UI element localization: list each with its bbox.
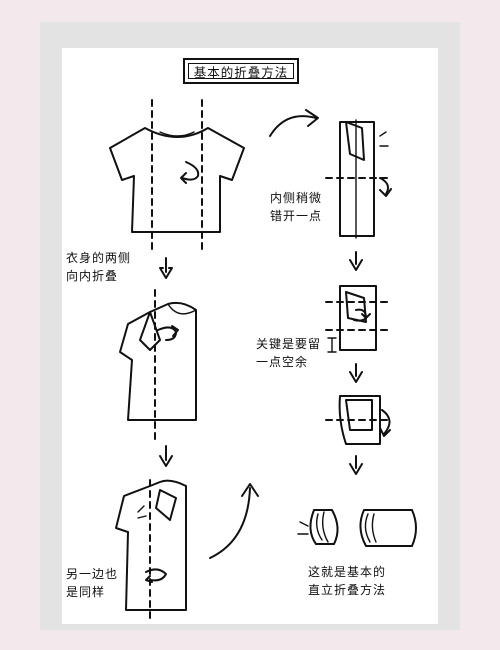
caption-result-line2: 直立折叠方法 [308,583,387,597]
curved-arrow-up-icon [209,483,259,559]
down-arrow-2-icon [159,445,173,467]
caption-step4-line2: 一点空余 [256,355,309,369]
down-arrow-5-icon [349,455,363,475]
standing-fold-large-icon [359,509,417,547]
page-title: 基本的折叠方法 [183,58,299,84]
down-arrow-1-icon [159,257,173,279]
tshirt-half-folded-icon [119,289,197,441]
down-arrow-3-icon [349,251,363,271]
caption-result-line1: 这就是基本的 [308,565,387,579]
caption-step4-line1: 关键是要留 [256,337,322,351]
tshirt-flat-icon [109,99,245,251]
tshirt-other-side-icon [115,479,187,619]
folded-strip-icon [325,119,393,239]
caption-step1-line2: 向内折叠 [66,269,119,283]
folded-block-icon [325,285,393,353]
caption-step2-line2: 是同样 [66,585,106,599]
caption-step2-line1: 另一边也 [66,567,119,581]
caption-step3-line2: 错开一点 [270,209,323,223]
standing-fold-small-icon [297,509,339,545]
caption-step3-line1: 内侧稍微 [270,191,323,205]
down-arrow-4-icon [349,363,363,383]
rolled-fold-icon [325,395,393,445]
curved-arrow-right-icon [269,109,319,137]
caption-step1-line1: 衣身的两侧 [66,251,132,265]
